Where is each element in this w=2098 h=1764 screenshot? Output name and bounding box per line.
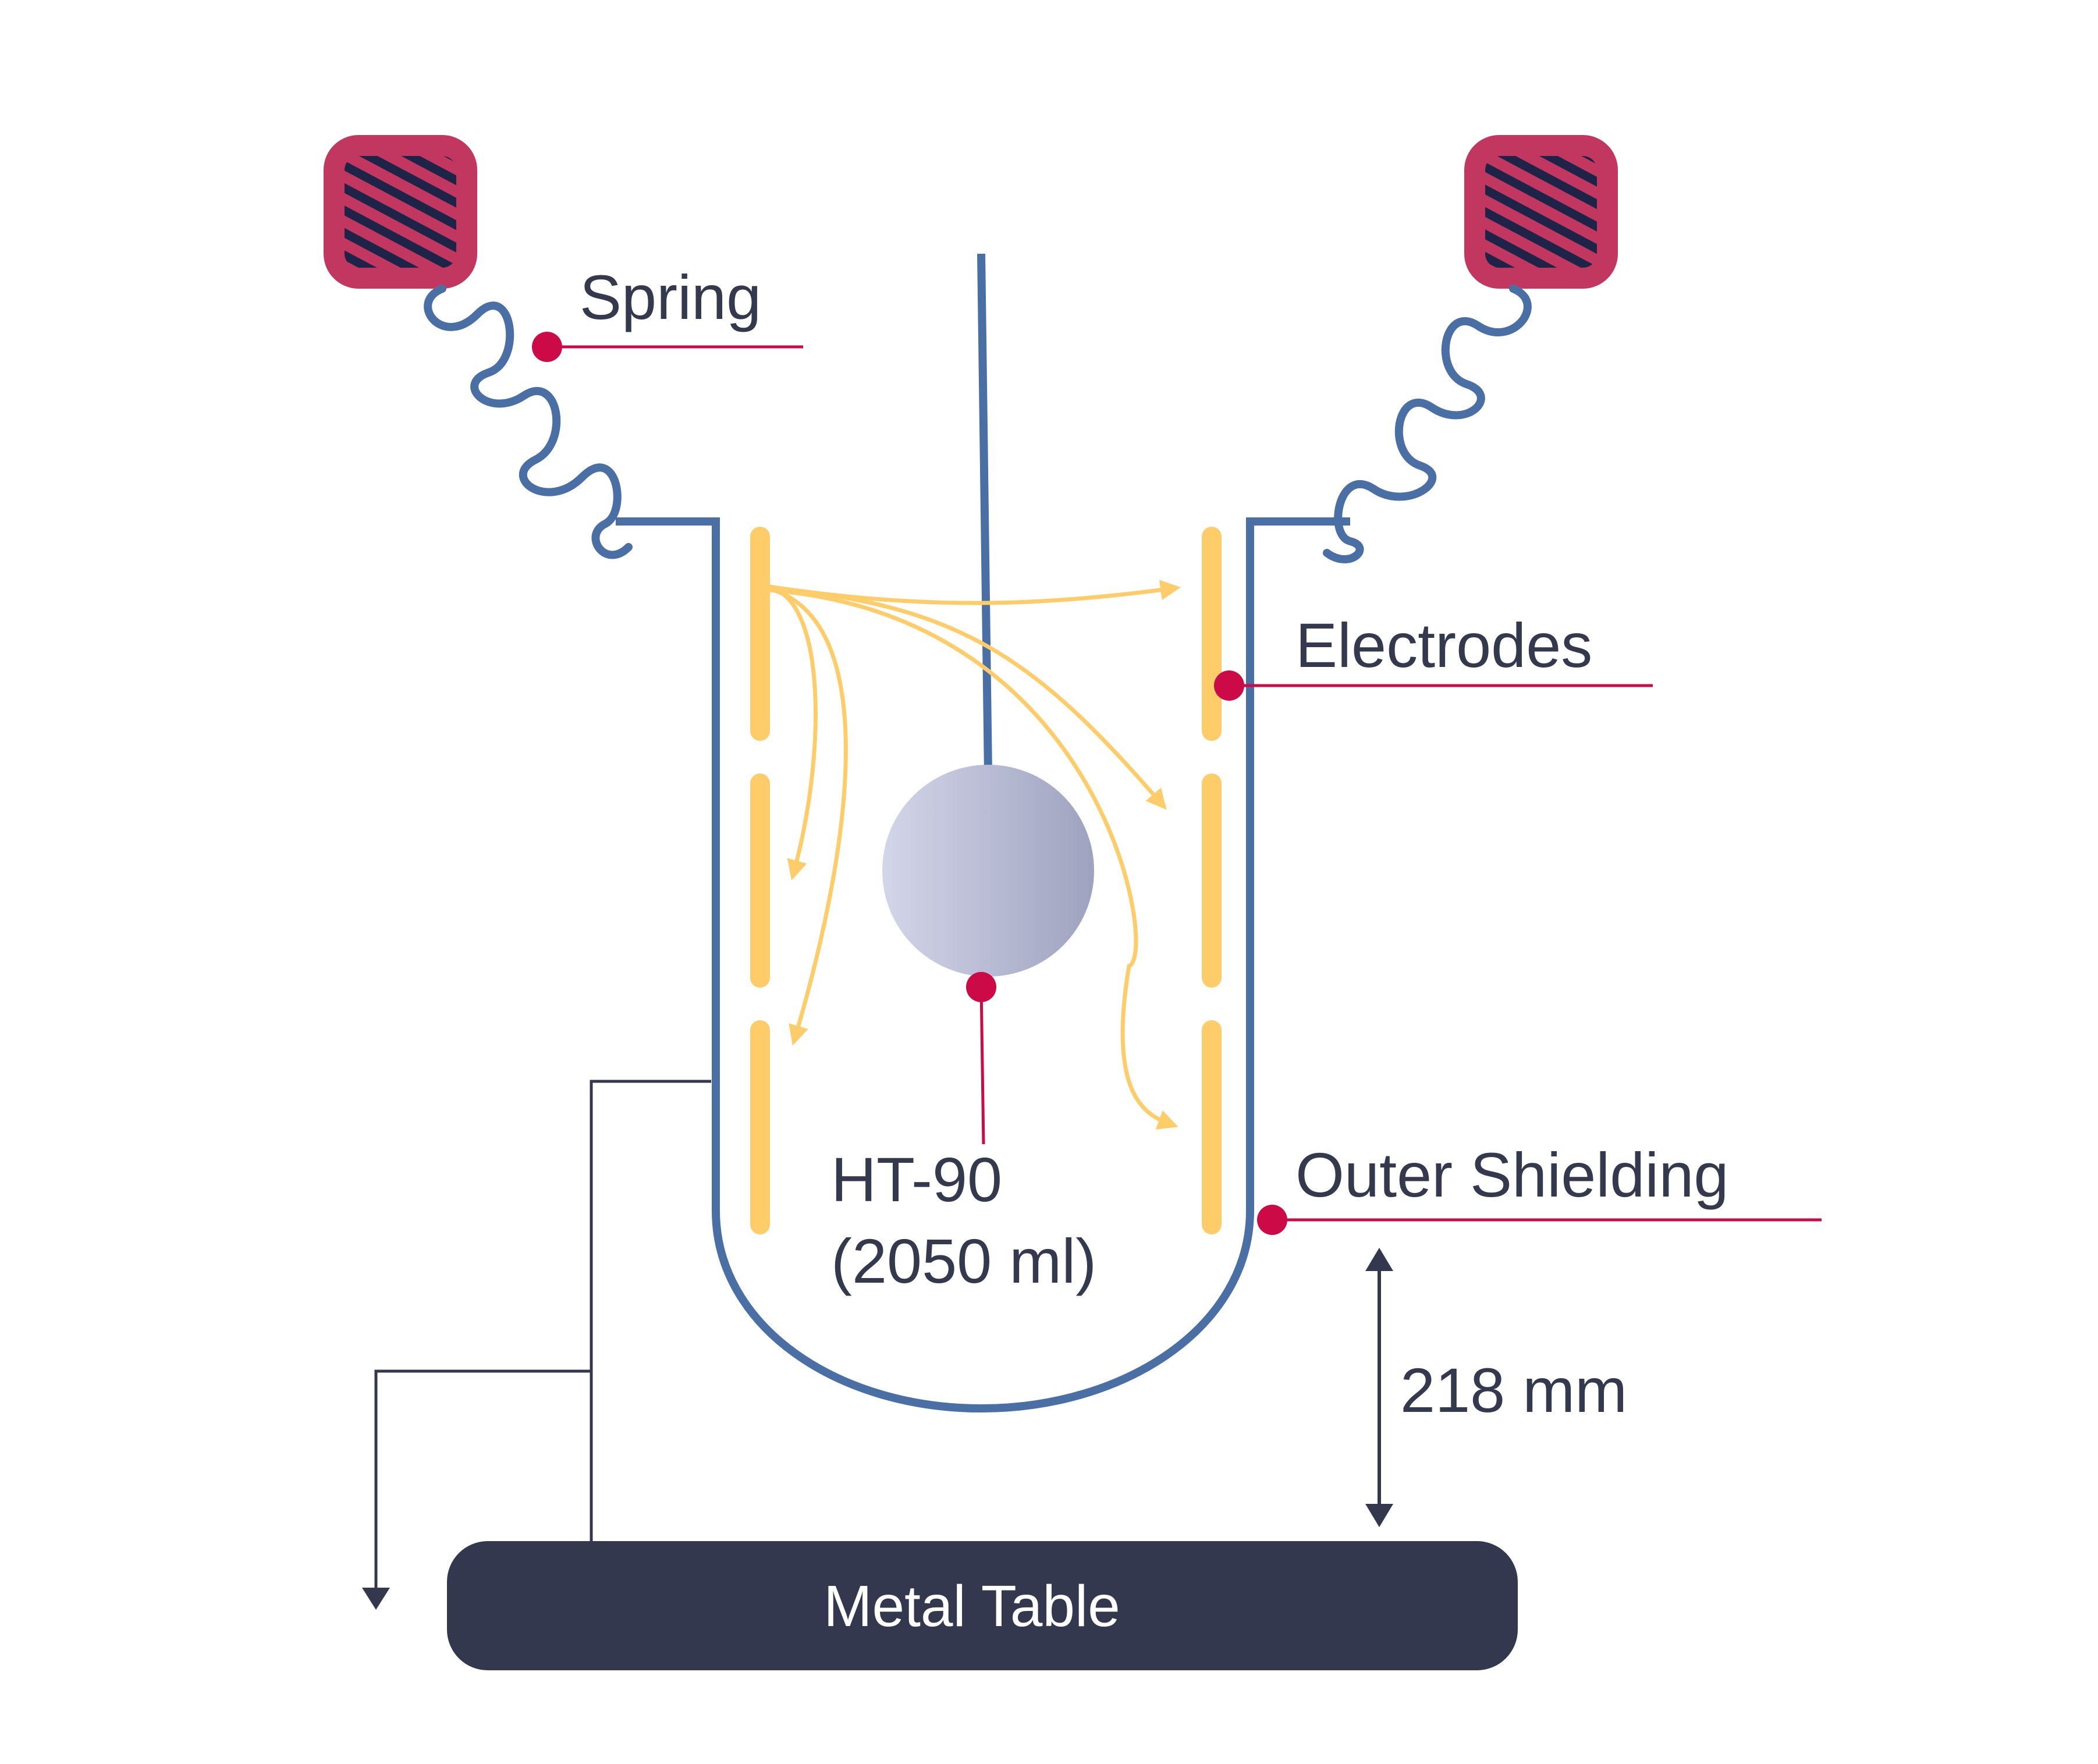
- sample-name-label: HT-90: [831, 1144, 1002, 1215]
- sample-volume-label: (2050 ml): [831, 1226, 1096, 1296]
- distance-dimension: [1365, 1248, 1393, 1527]
- callouts: [532, 332, 1822, 1235]
- center-rod: [977, 253, 992, 775]
- distance-label: 218 mm: [1400, 1355, 1627, 1425]
- field-line-4: [769, 585, 1167, 810]
- electrodes-label: Electrodes: [1295, 610, 1592, 680]
- metal-table: [447, 1541, 1518, 1670]
- field-line-2: [769, 585, 818, 881]
- right-mount: [1464, 135, 1618, 289]
- left-spring: [424, 285, 633, 559]
- dimension-arrow-up-icon: [1365, 1248, 1393, 1271]
- electrodes: [750, 527, 1222, 1234]
- ground-wire: [374, 1080, 711, 1595]
- field-line-3: [769, 587, 848, 1046]
- outer-shielding: [616, 517, 1350, 1413]
- metal-table-label: Metal Table: [823, 1574, 1120, 1639]
- field-line-5: [769, 588, 1178, 1130]
- right-spring: [1323, 285, 1532, 563]
- spring-label: Spring: [580, 262, 761, 332]
- dimension-arrow-down-icon: [1365, 1504, 1393, 1527]
- ground-arrow-icon: [362, 1588, 390, 1610]
- field-lines: [769, 580, 1181, 1130]
- sample-callout-line: [979, 986, 985, 1145]
- sample-sphere: [882, 765, 1094, 977]
- left-mount: [324, 135, 477, 289]
- outer-shielding-label: Outer Shielding: [1295, 1140, 1728, 1210]
